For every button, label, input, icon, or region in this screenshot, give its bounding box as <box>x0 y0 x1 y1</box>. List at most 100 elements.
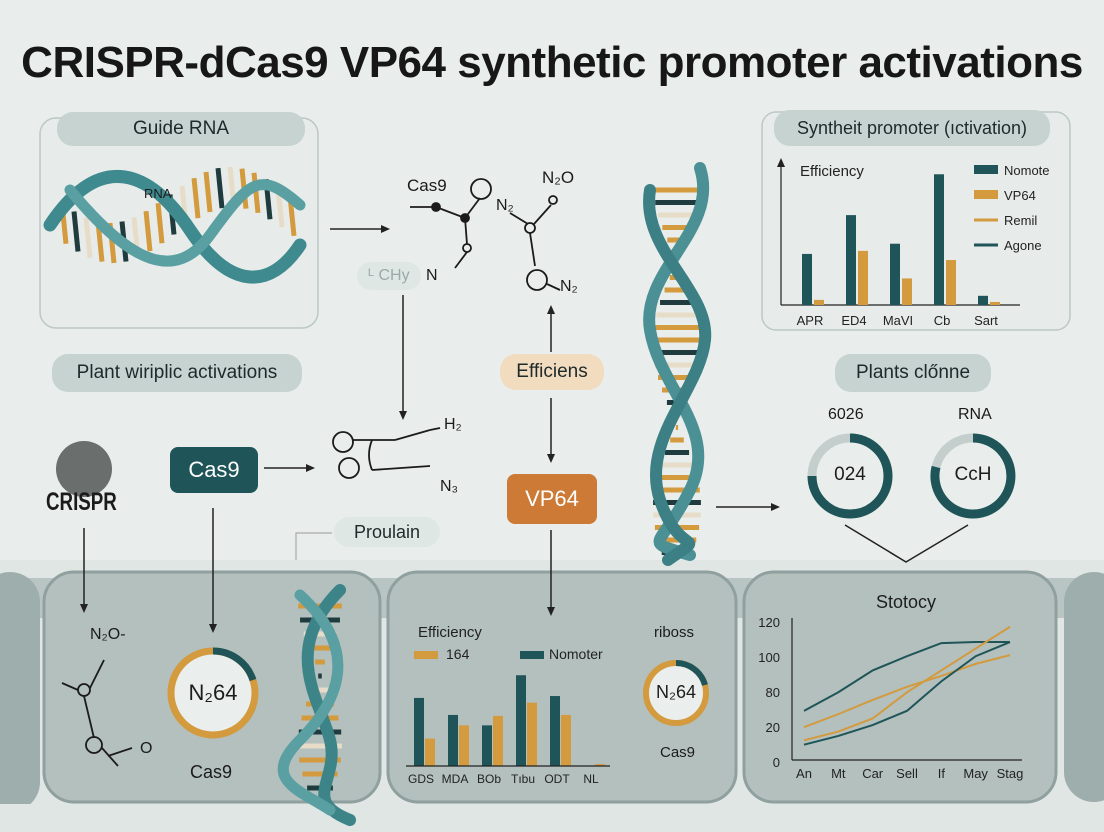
bar-164-BOb <box>493 715 503 766</box>
n2-small-label: N₂ <box>560 278 578 295</box>
helix-rung <box>191 177 201 219</box>
bar-164-MDA <box>459 725 469 766</box>
bar-Nomoter-ODT <box>550 696 560 766</box>
helix-rung <box>251 172 261 214</box>
cas9-bottom-label: Cas9 <box>190 762 233 782</box>
legend-label: VP64 <box>1004 188 1036 203</box>
x-tick-label: BOb <box>477 772 501 786</box>
x-tick-label: ODT <box>544 772 570 786</box>
legend-label: Nomote <box>1004 163 1050 178</box>
cas9-bottom2-label: Cas9 <box>660 744 696 761</box>
ring-2-top-label: RNA <box>958 406 992 423</box>
bottom-molecule-icon <box>61 659 133 767</box>
bottom-dna-helix-icon <box>277 584 356 826</box>
ring-2-fill <box>930 433 1016 519</box>
x-tick-label: Tıbu <box>511 772 535 786</box>
bar-VP64-Cb <box>946 260 956 305</box>
ring-2-center: CcH <box>954 464 992 485</box>
x-tick-label: MaVI <box>883 313 913 328</box>
central-dna-helix-icon <box>643 162 712 566</box>
legend-swatch-nomoter <box>520 651 544 659</box>
x-tick-label: Mt <box>831 766 846 781</box>
bar-Nomote-MaVI <box>890 243 900 305</box>
plants-clone-pill: Plants clőnne <box>835 354 991 392</box>
helix-rung <box>155 203 165 244</box>
bottom-panel-left-edge <box>0 572 40 812</box>
helix-rung <box>203 171 213 213</box>
bar-Nomote-ED4 <box>846 215 856 305</box>
line-series-0 <box>803 641 1010 712</box>
legend-swatch <box>974 165 998 174</box>
bar-Nomoter-MDA <box>448 714 458 766</box>
h2-n3-molecule-icon <box>332 427 441 479</box>
bar-VP64-APR <box>814 299 824 305</box>
n-label: N <box>426 267 438 284</box>
crispr-sphere-icon <box>56 441 112 497</box>
bar-Nomote-Cb <box>934 174 944 305</box>
vp64-box: VP64 <box>507 474 597 524</box>
efficiens-pill: Efficiens <box>500 354 604 390</box>
helix-rung <box>143 210 153 252</box>
bar-164-Tıbu <box>527 702 537 766</box>
rna-label: RNA <box>144 186 172 201</box>
ring-1-top-label: 6026 <box>828 406 864 423</box>
x-tick-label: Sart <box>974 313 998 328</box>
legend-label: Remil <box>1004 213 1037 228</box>
x-tick-label: Car <box>862 766 884 781</box>
x-tick-label: ED4 <box>841 313 866 328</box>
y-tick-label: 0 <box>773 755 780 770</box>
line-series-1 <box>803 654 1011 729</box>
y-axis-label: Efficiency <box>418 624 482 641</box>
ring-4-center: N₂64 <box>655 682 696 702</box>
bottom-panel-3 <box>742 570 1058 804</box>
line-series-3 <box>803 641 1011 746</box>
helix-rung <box>215 167 225 209</box>
bar-164-GDS <box>425 738 435 766</box>
legend-label-nomoter: Nomoter <box>549 646 603 662</box>
x-tick-label: APR <box>797 313 824 328</box>
h2-label: H₂ <box>444 416 462 433</box>
bottom-o-label: O <box>140 740 153 757</box>
riboss-label: riboss <box>654 624 695 641</box>
guide-rna-pill: Guide RNA <box>57 112 305 146</box>
bar-164-ODT <box>561 714 571 766</box>
y-axis-label: Efficiency <box>800 163 864 180</box>
n2-label: N₂ <box>496 197 514 214</box>
chy-chip: ᴸ CHy <box>357 262 421 290</box>
bar-VP64-Sart <box>990 301 1000 305</box>
guide-rna-helix-icon <box>43 166 307 284</box>
x-tick-label: An <box>796 766 812 781</box>
ring-4-accent <box>675 659 708 686</box>
plant-activations-pill: Plant wiriplic activations <box>52 354 302 392</box>
cas9-box: Cas9 <box>170 447 258 493</box>
y-axis-arrow <box>777 158 785 167</box>
cas9-molecule-icon <box>410 178 561 291</box>
ring-3-accent <box>212 647 257 682</box>
proulain-pill: Proulain <box>334 517 440 547</box>
x-tick-label: GDS <box>408 772 434 786</box>
crispr-label: CRISPR <box>46 488 117 516</box>
y-tick-label: 20 <box>766 720 780 735</box>
ring-1-center: 024 <box>834 464 866 485</box>
y-tick-label: 100 <box>758 650 780 665</box>
x-tick-label: Stag <box>997 766 1024 781</box>
bar-Nomote-Sart <box>978 295 988 305</box>
x-tick-label: If <box>938 766 946 781</box>
ring-1-fill <box>807 433 893 519</box>
legend-swatch-164 <box>414 651 438 659</box>
line-series-2 <box>803 625 1011 742</box>
y-tick-label: 80 <box>766 685 780 700</box>
x-tick-label: Cb <box>934 313 951 328</box>
bar-Nomoter-Tıbu <box>516 675 526 766</box>
legend-label-164: 164 <box>446 646 470 662</box>
bar-Nomote-APR <box>802 253 812 305</box>
bottom-footer <box>0 804 1104 832</box>
bar-Nomoter-GDS <box>414 697 424 766</box>
synthetic-promoter-pill: Syntheit promoter (ıctivation) <box>774 110 1050 146</box>
helix-rung <box>71 211 81 252</box>
